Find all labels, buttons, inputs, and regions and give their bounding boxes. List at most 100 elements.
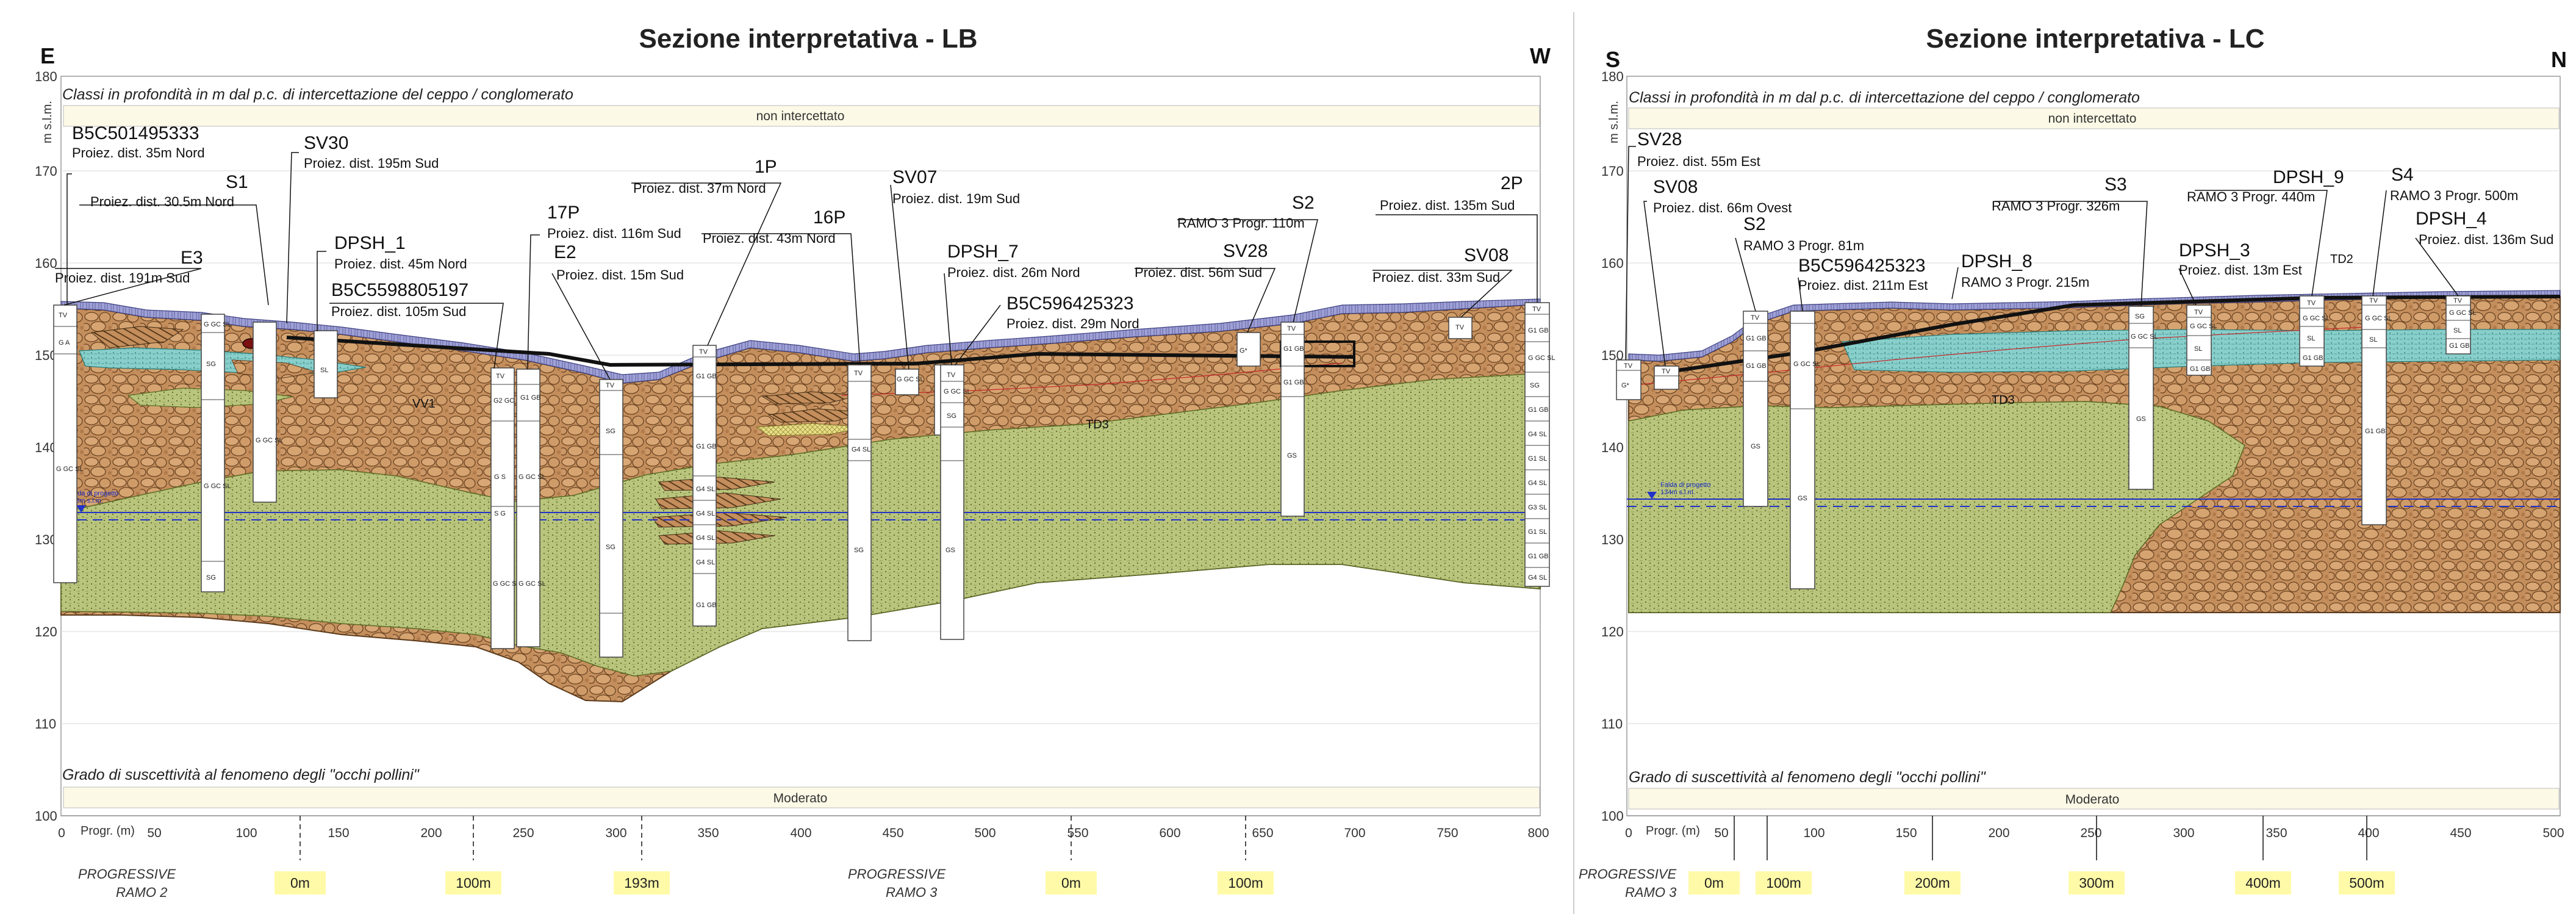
borehole-note: RAMO 3 Progr. 500m [2390,188,2518,203]
layer-label: SL [2453,327,2461,334]
borehole-name: 1P [755,157,777,177]
x-tick-label: 750 [1437,826,1458,840]
layer-label: G1 GB [520,394,541,401]
unit-label-td3-lb: TD3 [1086,418,1109,431]
layer-label: GS [945,547,955,554]
layer-label: SG [206,361,216,368]
borehole-note: Proiez. dist. 195m Sud [304,156,439,171]
borehole-note: Proiez. dist. 37m Nord [633,181,766,196]
section-lb: Sezione interpretativa - LB E W 180 170 … [35,24,1555,900]
water-table-label-lc: Falda di progetto [1660,481,1711,489]
ramp-mark-box [1756,871,1812,894]
x-tick-label: 300 [605,826,626,840]
ramp-title-line2: RAMO 2 [116,885,167,900]
layer-label: SG [606,544,615,551]
borehole-note: Proiez. dist. 66m Ovest [1653,200,1792,215]
layer-label: G GC SL [204,321,231,328]
borehole-name: S3 [2104,175,2127,195]
layer-label: G1 GB [696,373,717,380]
x-tick-label: 800 [1527,826,1549,840]
x-tick-label: 0 [58,826,65,840]
geology-lb: Falda di progetto 133m s.l.m. VV1 TD3 [60,298,1541,703]
layer-label: TV [1751,314,1760,322]
section-title-lb: Sezione interpretativa - LB [639,24,977,54]
ramp-mark: 100m [1228,875,1263,891]
geology-lc: Falda di progetto 134m s.l.m. TD3 TD2 [1627,253,2561,613]
x-tick-label: 0 [1625,826,1632,840]
layer-label: G* [1240,347,1248,354]
layer-label: G GC SL [2449,309,2477,317]
layer-label: G1 GB [2303,354,2323,362]
x-tick-label: 350 [697,826,719,840]
layer-label: TV [1662,368,1671,375]
layer-label: TV [1287,325,1296,333]
top-band-lb [63,105,1540,127]
ramp-mark: 0m [1061,875,1081,891]
layer-label: SL [2194,345,2202,353]
ramp-title-line2: RAMO 3 [886,885,938,900]
layer-label: SG [206,574,216,581]
layer-label: G GC SL [2303,315,2330,322]
layer-label: G4 SL [696,534,715,542]
section-end-left-lc: S [1606,47,1620,72]
layer-label: SL [2307,335,2315,342]
ramp-mark: 0m [1704,875,1724,891]
section-lc: Sezione interpretativa - LC S N 180 170 … [1579,24,2567,900]
layer-label: TV [854,370,863,377]
borehole-note: Proiez. dist. 116m Sud [547,226,681,241]
borehole-name: S2 [1743,214,1766,234]
borehole-name: S4 [2391,165,2414,185]
borehole-name: 16P [813,207,845,228]
layer-label: G4 SL [1528,431,1547,438]
borehole-note: Proiez. dist. 29m Nord [1006,316,1139,331]
borehole-note: Proiez. dist. 135m Sud [1380,198,1515,213]
x-tick-label: 100 [1803,826,1824,840]
x-tick-label: 50 [1714,826,1728,840]
layer-label: TV [2453,297,2463,304]
borehole-callouts-lb [55,152,1538,380]
layer-label: G1 GB [1283,379,1304,386]
borehole-name: S2 [1292,193,1315,213]
y-tick-label: 170 [1601,164,1624,179]
borehole-note: RAMO 3 Progr. 215m [1961,275,2089,290]
layer-label: G1 GB [1528,553,1549,560]
borehole-note: RAMO 3 Progr. 440m [2187,189,2315,204]
ramp-mark-box [2235,871,2291,894]
ramp-title-line2: RAMO 3 [1625,885,1677,900]
ramp-mark-box [2068,871,2125,894]
layer-label: GS [1287,452,1297,459]
borehole-note: Proiez. dist. 56m Sud [1135,265,1262,280]
layer-label: G GC SL [2131,333,2158,340]
layer-label: SG [947,412,956,420]
y-axis-title: m s.l.m. [41,101,54,143]
x-tick-label: 650 [1252,826,1273,840]
ramp-mark: 400m [2245,875,2281,891]
y-axis-title: m s.l.m. [1607,101,1621,143]
ramp-title-line1: PROGRESSIVE [1579,866,1676,882]
layer-label: GS [1798,495,1807,502]
layer-label: S G [494,510,506,517]
borehole-name: SV08 [1464,245,1509,265]
layer-label: G GC SL [518,580,546,588]
layer-label: G GC SL [1528,354,1555,362]
bottom-band-value-lb: Moderato [773,791,828,805]
borehole-name: B5C5598805197 [331,280,468,300]
x-tick-label: 450 [882,826,903,840]
borehole-name: 2P [1501,173,1523,193]
layer-label: G GC SL [2190,323,2217,330]
layer-label: TV [59,312,68,319]
ramp-mark-box [614,871,670,894]
layer-label: TV [606,382,615,389]
ramp-mark: 500m [2349,875,2384,891]
x-axis-lb: 0 50 100 150 200 250 300 350 400 450 500… [58,826,1549,840]
ramp-mark-box [1904,871,1961,894]
ramp-mark-box [1046,871,1097,894]
y-tick-label: 180 [35,69,57,84]
layer-label: SL [320,367,328,374]
ramp-mark: 193m [624,875,659,891]
layer-label: G1 GB [696,602,717,609]
borehole-note: Proiez. dist. 26m Nord [947,265,1080,280]
layer-label: G GC SL [56,466,84,473]
ramp-mark: 100m [1766,875,1801,891]
borehole-name: B5C596425323 [1006,293,1134,314]
